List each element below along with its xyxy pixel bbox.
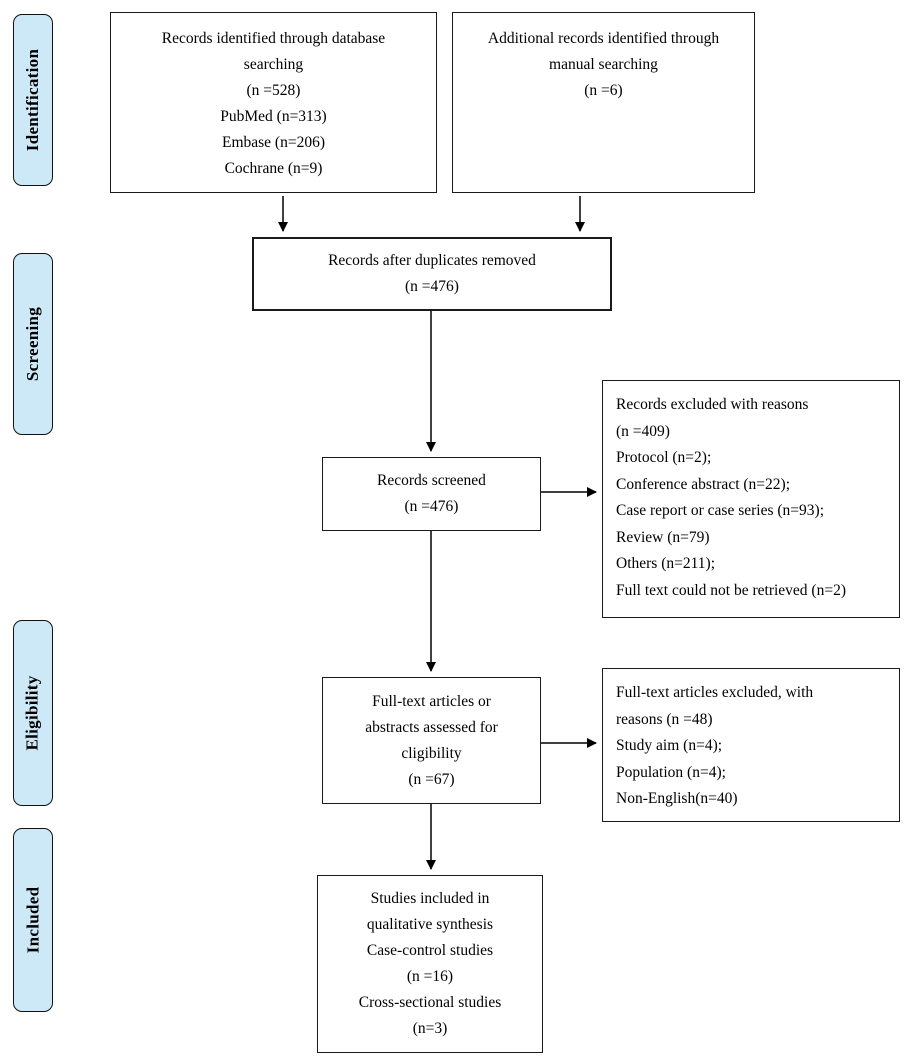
box-database-search: Records identified through database sear… [110,12,437,193]
box-line: Full-text articles excluded, with [616,684,814,701]
box-line: manual searching [549,56,658,73]
box-line: Records after duplicates removed [328,252,536,269]
box-line: (n =476) [405,278,459,295]
box-line: (n =528) [246,82,301,99]
box-line: Full text could not be retrieved (n=2) [616,581,846,599]
box-line: (n =6) [584,82,623,99]
box-line: (n =409) [616,422,670,440]
box-line: Embase (n=206) [221,134,325,151]
box-line: Case report or case series (n=93); [616,502,825,519]
box-line: Records excluded with reasons [616,396,809,413]
box-line: Cross-sectional studies [358,994,502,1011]
box-included-studies: Studies included in qualitative synthesi… [317,875,543,1053]
box-duplicates-removed: Records after duplicates removed (n =476… [252,237,612,311]
box-line: Additional records identified through [487,30,720,47]
box-fulltext-assessed: Full-text articles or abstracts assessed… [322,677,541,804]
stage-identification: Identification [13,14,53,186]
box-manual-search: Additional records identified through ma… [452,12,755,193]
box-line: Records identified through database [161,30,386,47]
box-line: reasons (n =48) [616,710,713,728]
stage-screening: Screening [13,253,53,435]
box-line: Protocol (n=2); [616,449,712,466]
box-line: Studies included in [370,890,490,907]
box-line: Population (n=4); [616,763,726,781]
box-line: qualitative synthesis [366,916,494,933]
box-line: Records screened [377,472,486,489]
box-line: (n=3) [412,1020,448,1037]
stage-eligibility: Eligibility [13,620,53,806]
stage-included: Included [13,828,53,1012]
stage-included-label: Included [23,886,42,954]
box-line: (n =16) [406,968,454,985]
box-fulltext-excluded: Full-text articles excluded, with reason… [602,668,900,822]
box-line: abstracts assessed for [365,718,498,736]
box-line: Study aim (n=4); [616,737,723,754]
box-records-screened: Records screened (n =476) [322,457,541,531]
box-line: Conference abstract (n=22); [616,475,790,493]
box-line: (n =67) [408,770,455,788]
box-line: cligibility [401,744,462,762]
stage-identification-label: Identification [23,48,42,152]
box-line: Case-control studies [366,942,494,959]
box-line: Cochrane (n=9) [224,160,323,177]
box-line: Others (n=211); [616,555,715,572]
box-line: searching [243,56,304,73]
stage-eligibility-label: Eligibility [23,675,42,751]
box-line: (n =476) [404,498,459,515]
box-line: Review (n=79) [616,528,710,546]
box-records-excluded: Records excluded with reasons (n =409) P… [602,380,900,618]
box-line: Full-text articles or [372,692,491,710]
box-line: PubMed (n=313) [220,108,327,125]
stage-screening-label: Screening [23,306,43,382]
box-line: Non-English(n=40) [616,790,738,807]
